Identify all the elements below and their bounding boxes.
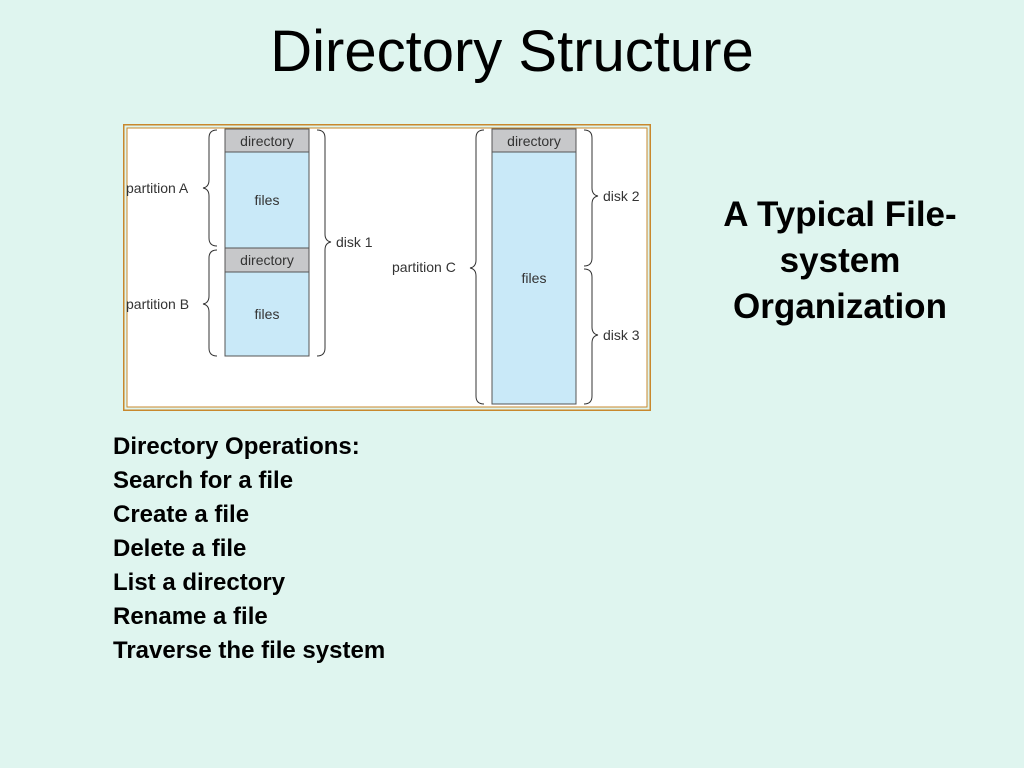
caption-line-1: A Typical File-	[723, 195, 957, 234]
operation-item: Rename a file	[113, 603, 268, 630]
disk-3-brace	[583, 268, 599, 405]
operation-item: Traverse the file system	[113, 637, 386, 664]
files-label-c: files	[522, 270, 547, 286]
disk-1-label: disk 1	[336, 234, 373, 250]
partition-a-label: partition A	[126, 180, 189, 196]
partition-b-brace	[202, 249, 218, 357]
disk-1-brace	[316, 129, 332, 357]
files-label-a: files	[255, 192, 280, 208]
operation-item: Delete a file	[113, 535, 247, 562]
caption-line-2: system	[779, 241, 901, 280]
partition-b-label: partition B	[126, 296, 189, 312]
figure-caption: A Typical File- system Organization	[690, 192, 990, 330]
operation-item: Search for a file	[113, 467, 294, 494]
partition-c-brace	[469, 129, 485, 405]
files-label-b: files	[255, 306, 280, 322]
directory-label-b: directory	[240, 252, 294, 268]
caption-line-3: Organization	[733, 287, 947, 326]
files-block-c	[491, 151, 577, 405]
directory-label-c: directory	[507, 133, 561, 149]
diagram-outer-frame	[123, 124, 651, 411]
directory-block-b	[224, 247, 310, 273]
file-system-diagram: directory files directory files partitio…	[123, 124, 651, 411]
operation-item: Create a file	[113, 501, 250, 528]
files-block-a	[224, 151, 310, 249]
operation-item: List a directory	[113, 569, 286, 596]
slide-title: Directory Structure	[270, 19, 754, 84]
disk-3-label: disk 3	[603, 327, 640, 343]
disk-2-brace	[583, 129, 599, 267]
partition-c-label: partition C	[392, 259, 456, 275]
partition-a-brace	[202, 129, 218, 247]
disk-2-label: disk 2	[603, 188, 640, 204]
directory-label-a: directory	[240, 133, 294, 149]
files-block-b	[224, 271, 310, 357]
operations-heading: Directory Operations:	[113, 433, 360, 460]
directory-operations-list: Directory Operations: Search for a file …	[113, 430, 385, 668]
